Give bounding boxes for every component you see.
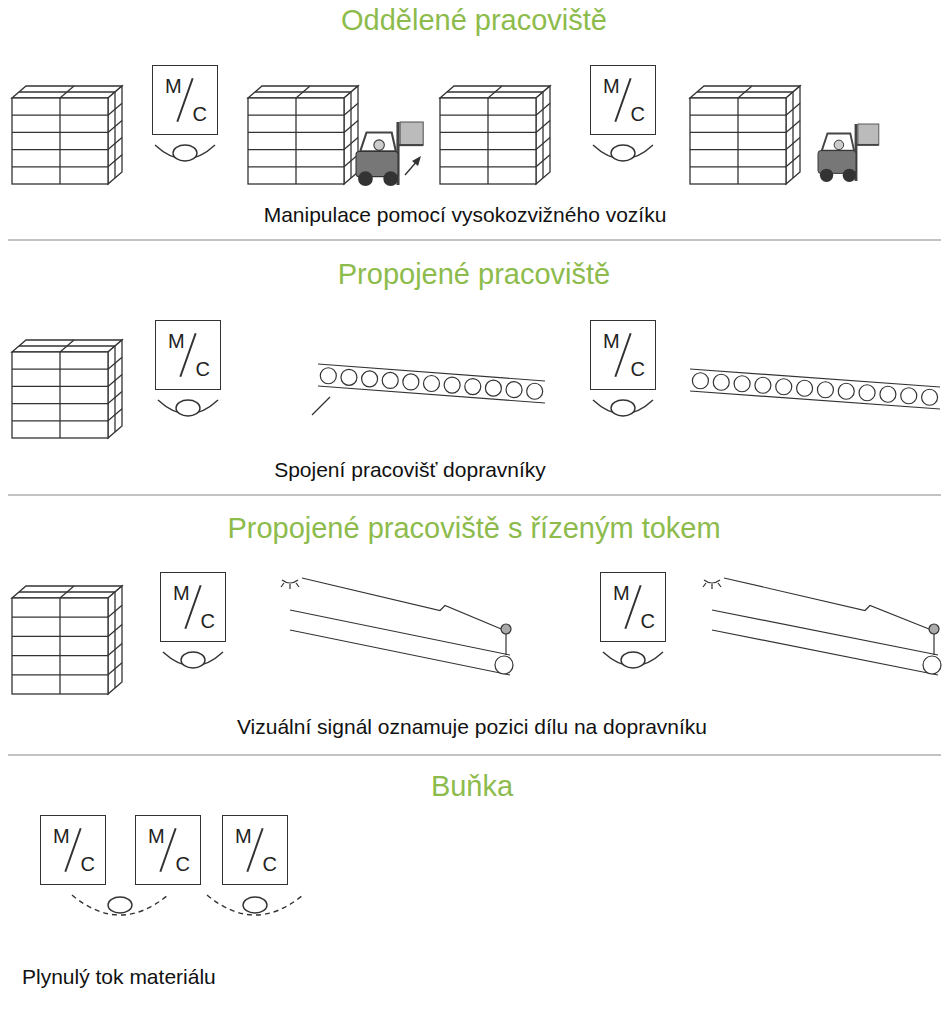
machine-box: MC [590, 65, 656, 135]
machine-box: MC [600, 572, 666, 642]
machine-letter: C [193, 104, 207, 124]
section-divider [8, 754, 941, 755]
machine-box: MC [222, 815, 288, 885]
section-heading: Oddělené pracoviště [341, 4, 607, 37]
roller-conveyor [690, 369, 940, 409]
pallet-stack [248, 86, 358, 184]
operator-symbol [163, 652, 223, 668]
slash-line [136, 816, 200, 884]
forklift [818, 124, 879, 182]
machine-box: MC [152, 65, 218, 135]
section-caption: Spojení pracovišť dopravníky [274, 458, 546, 482]
slash-line [223, 816, 287, 884]
roller-conveyor [318, 364, 545, 403]
machine-letter: C [201, 611, 215, 631]
machine-letter: M [603, 331, 620, 351]
machine-letter: C [641, 611, 655, 631]
pallet-stack [12, 86, 122, 184]
section-divider [8, 239, 941, 240]
section-divider [8, 494, 941, 495]
machine-letter: M [613, 583, 630, 603]
section-heading: Propojené pracoviště s řízeným tokem [227, 512, 720, 545]
machine-box: MC [135, 815, 201, 885]
pallet-stack [12, 340, 122, 438]
machine-box: MC [590, 320, 656, 390]
pallet-stack [440, 86, 550, 184]
slash-line [591, 66, 655, 134]
forklift [356, 122, 423, 186]
section-heading: Propojené pracoviště [338, 258, 610, 291]
section-heading: Buňka [431, 770, 513, 803]
machine-letter: M [235, 826, 252, 846]
machine-letter: M [173, 583, 190, 603]
machine-letter: M [168, 331, 185, 351]
slash-line [161, 573, 225, 641]
machine-letter: M [165, 76, 182, 96]
section-caption: Plynulý tok materiálu [22, 965, 216, 989]
operator-symbol [72, 895, 168, 915]
machine-letter: C [631, 359, 645, 379]
machine-letter: C [196, 359, 210, 379]
signal-conveyor [281, 578, 513, 675]
slash-line [153, 66, 217, 134]
machine-letter: C [263, 854, 277, 874]
machine-box: MC [40, 815, 106, 885]
machine-box: MC [160, 572, 226, 642]
machine-letter: M [53, 826, 70, 846]
machine-letter: M [148, 826, 165, 846]
slash-line [156, 321, 220, 389]
pallet-stack [690, 86, 800, 184]
slash-line [41, 816, 105, 884]
operator-symbol [593, 400, 653, 416]
operator-symbol [593, 145, 653, 161]
operator-symbol [207, 895, 303, 915]
operator-symbol [155, 145, 215, 161]
operator-symbol [603, 652, 663, 668]
pallet-stack [12, 586, 122, 694]
machine-letter: M [603, 76, 620, 96]
section-caption: Manipulace pomocí vysokozvižného vozíku [264, 203, 667, 227]
slash-line [591, 321, 655, 389]
machine-letter: C [176, 854, 190, 874]
pointer-arrowhead [412, 156, 421, 166]
slash-line [601, 573, 665, 641]
machine-box: MC [155, 320, 221, 390]
section-caption: Vizuální signál oznamuje pozici dílu na … [237, 715, 707, 739]
machine-letter: C [631, 104, 645, 124]
machine-letter: C [81, 854, 95, 874]
pointer-arrow [312, 397, 330, 415]
operator-symbol [158, 400, 218, 416]
signal-conveyor [703, 578, 941, 675]
